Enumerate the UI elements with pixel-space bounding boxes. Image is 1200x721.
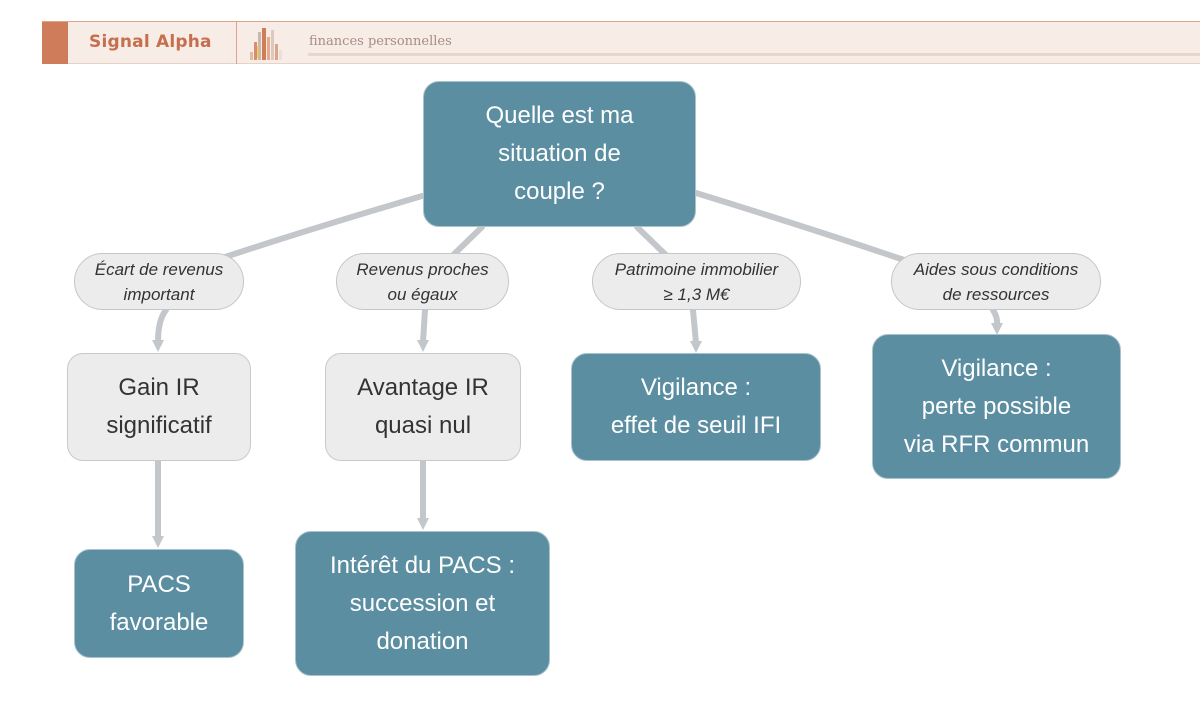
branch-3-condition: Patrimoine immobilier ≥ 1,3 M€ xyxy=(592,253,801,310)
branch-1-condition: Écart de revenus important xyxy=(74,253,244,310)
brand-color-block xyxy=(42,22,68,64)
arrowhead-6 xyxy=(417,518,429,530)
branch-4-condition: Aides sous conditions de ressources xyxy=(891,253,1101,310)
header-divider xyxy=(236,22,237,64)
brand-name[interactable]: Signal Alpha xyxy=(89,32,212,52)
branch-2-conclusion: Intérêt du PACS : succession et donation xyxy=(295,531,550,676)
connector-branch-2-to-outcome xyxy=(420,307,428,345)
connector-question-to-branch-4 xyxy=(693,190,913,265)
arrowhead-2 xyxy=(417,340,429,352)
question-node: Quelle est ma situation de couple ? xyxy=(423,81,696,227)
branch-3-outcome: Vigilance : effet de seuil IFI xyxy=(571,353,821,461)
arrowhead-5 xyxy=(152,536,164,548)
arrowhead-1 xyxy=(152,340,164,352)
header-bar: Signal Alpha finances personnelles xyxy=(42,21,1200,64)
branch-4-outcome: Vigilance : perte possible via RFR commu… xyxy=(872,334,1121,479)
arrowhead-3 xyxy=(690,341,702,353)
bar-chart-logo-icon xyxy=(250,28,282,60)
arrowhead-4 xyxy=(991,323,1003,335)
connector-question-to-branch-3 xyxy=(634,224,672,261)
connector-branch-4-to-outcome xyxy=(990,307,1001,328)
branch-1-outcome: Gain IR significatif xyxy=(67,353,251,461)
branch-2-outcome: Avantage IR quasi nul xyxy=(325,353,521,461)
tagline: finances personnelles xyxy=(309,34,452,49)
connector-branch-1-to-outcome xyxy=(155,307,169,345)
tagline-underline xyxy=(308,53,1200,56)
connector-question-to-branch-1 xyxy=(207,193,425,265)
connector-branch-3-to-outcome xyxy=(690,307,699,346)
branch-2-condition: Revenus proches ou égaux xyxy=(336,253,509,310)
branch-1-conclusion: PACS favorable xyxy=(74,549,244,658)
